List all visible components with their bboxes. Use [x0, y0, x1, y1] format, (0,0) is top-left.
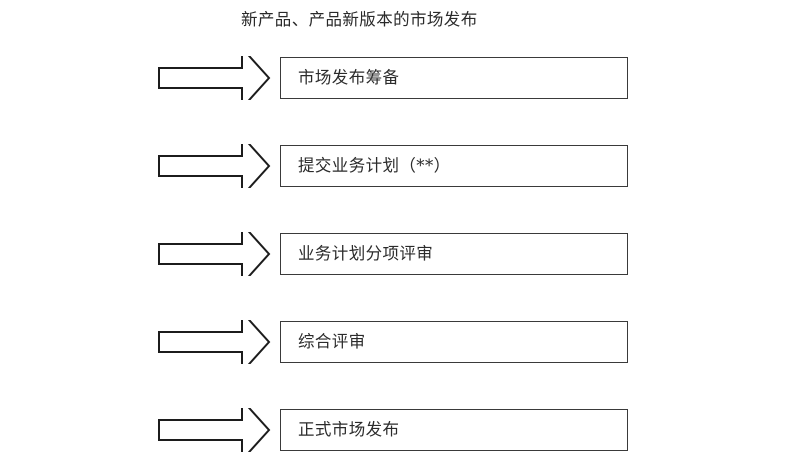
step-box-2[interactable]: 提交业务计划（**） — [280, 145, 628, 187]
block-arrow-right-icon — [158, 56, 271, 100]
step-box-3[interactable]: 业务计划分项评审 — [280, 233, 628, 275]
process-step-row: 综合评审 — [0, 320, 800, 365]
diagram-title: 新产品、产品新版本的市场发布 — [241, 10, 478, 29]
step-box-4[interactable]: 综合评审 — [280, 321, 628, 363]
step-label-1: 市场发布筹备 — [298, 68, 400, 87]
step-label-5: 正式市场发布 — [298, 420, 400, 439]
process-step-row: 提交业务计划（**） — [0, 144, 800, 189]
step-label-3: 业务计划分项评审 — [298, 244, 434, 263]
step-box-5[interactable]: 正式市场发布 — [280, 409, 628, 451]
process-step-row: 正式市场发布 — [0, 408, 800, 453]
step-label-2: 提交业务计划（**） — [298, 156, 451, 175]
process-step-row: 市场发布筹备 — [0, 56, 800, 101]
step-label-4: 综合评审 — [298, 332, 366, 351]
block-arrow-right-icon — [158, 408, 271, 452]
block-arrow-right-icon — [158, 144, 271, 188]
step-box-1[interactable]: 市场发布筹备 — [280, 57, 628, 99]
block-arrow-right-icon — [158, 232, 271, 276]
block-arrow-right-icon — [158, 320, 271, 364]
process-step-row: 业务计划分项评审 — [0, 232, 800, 277]
